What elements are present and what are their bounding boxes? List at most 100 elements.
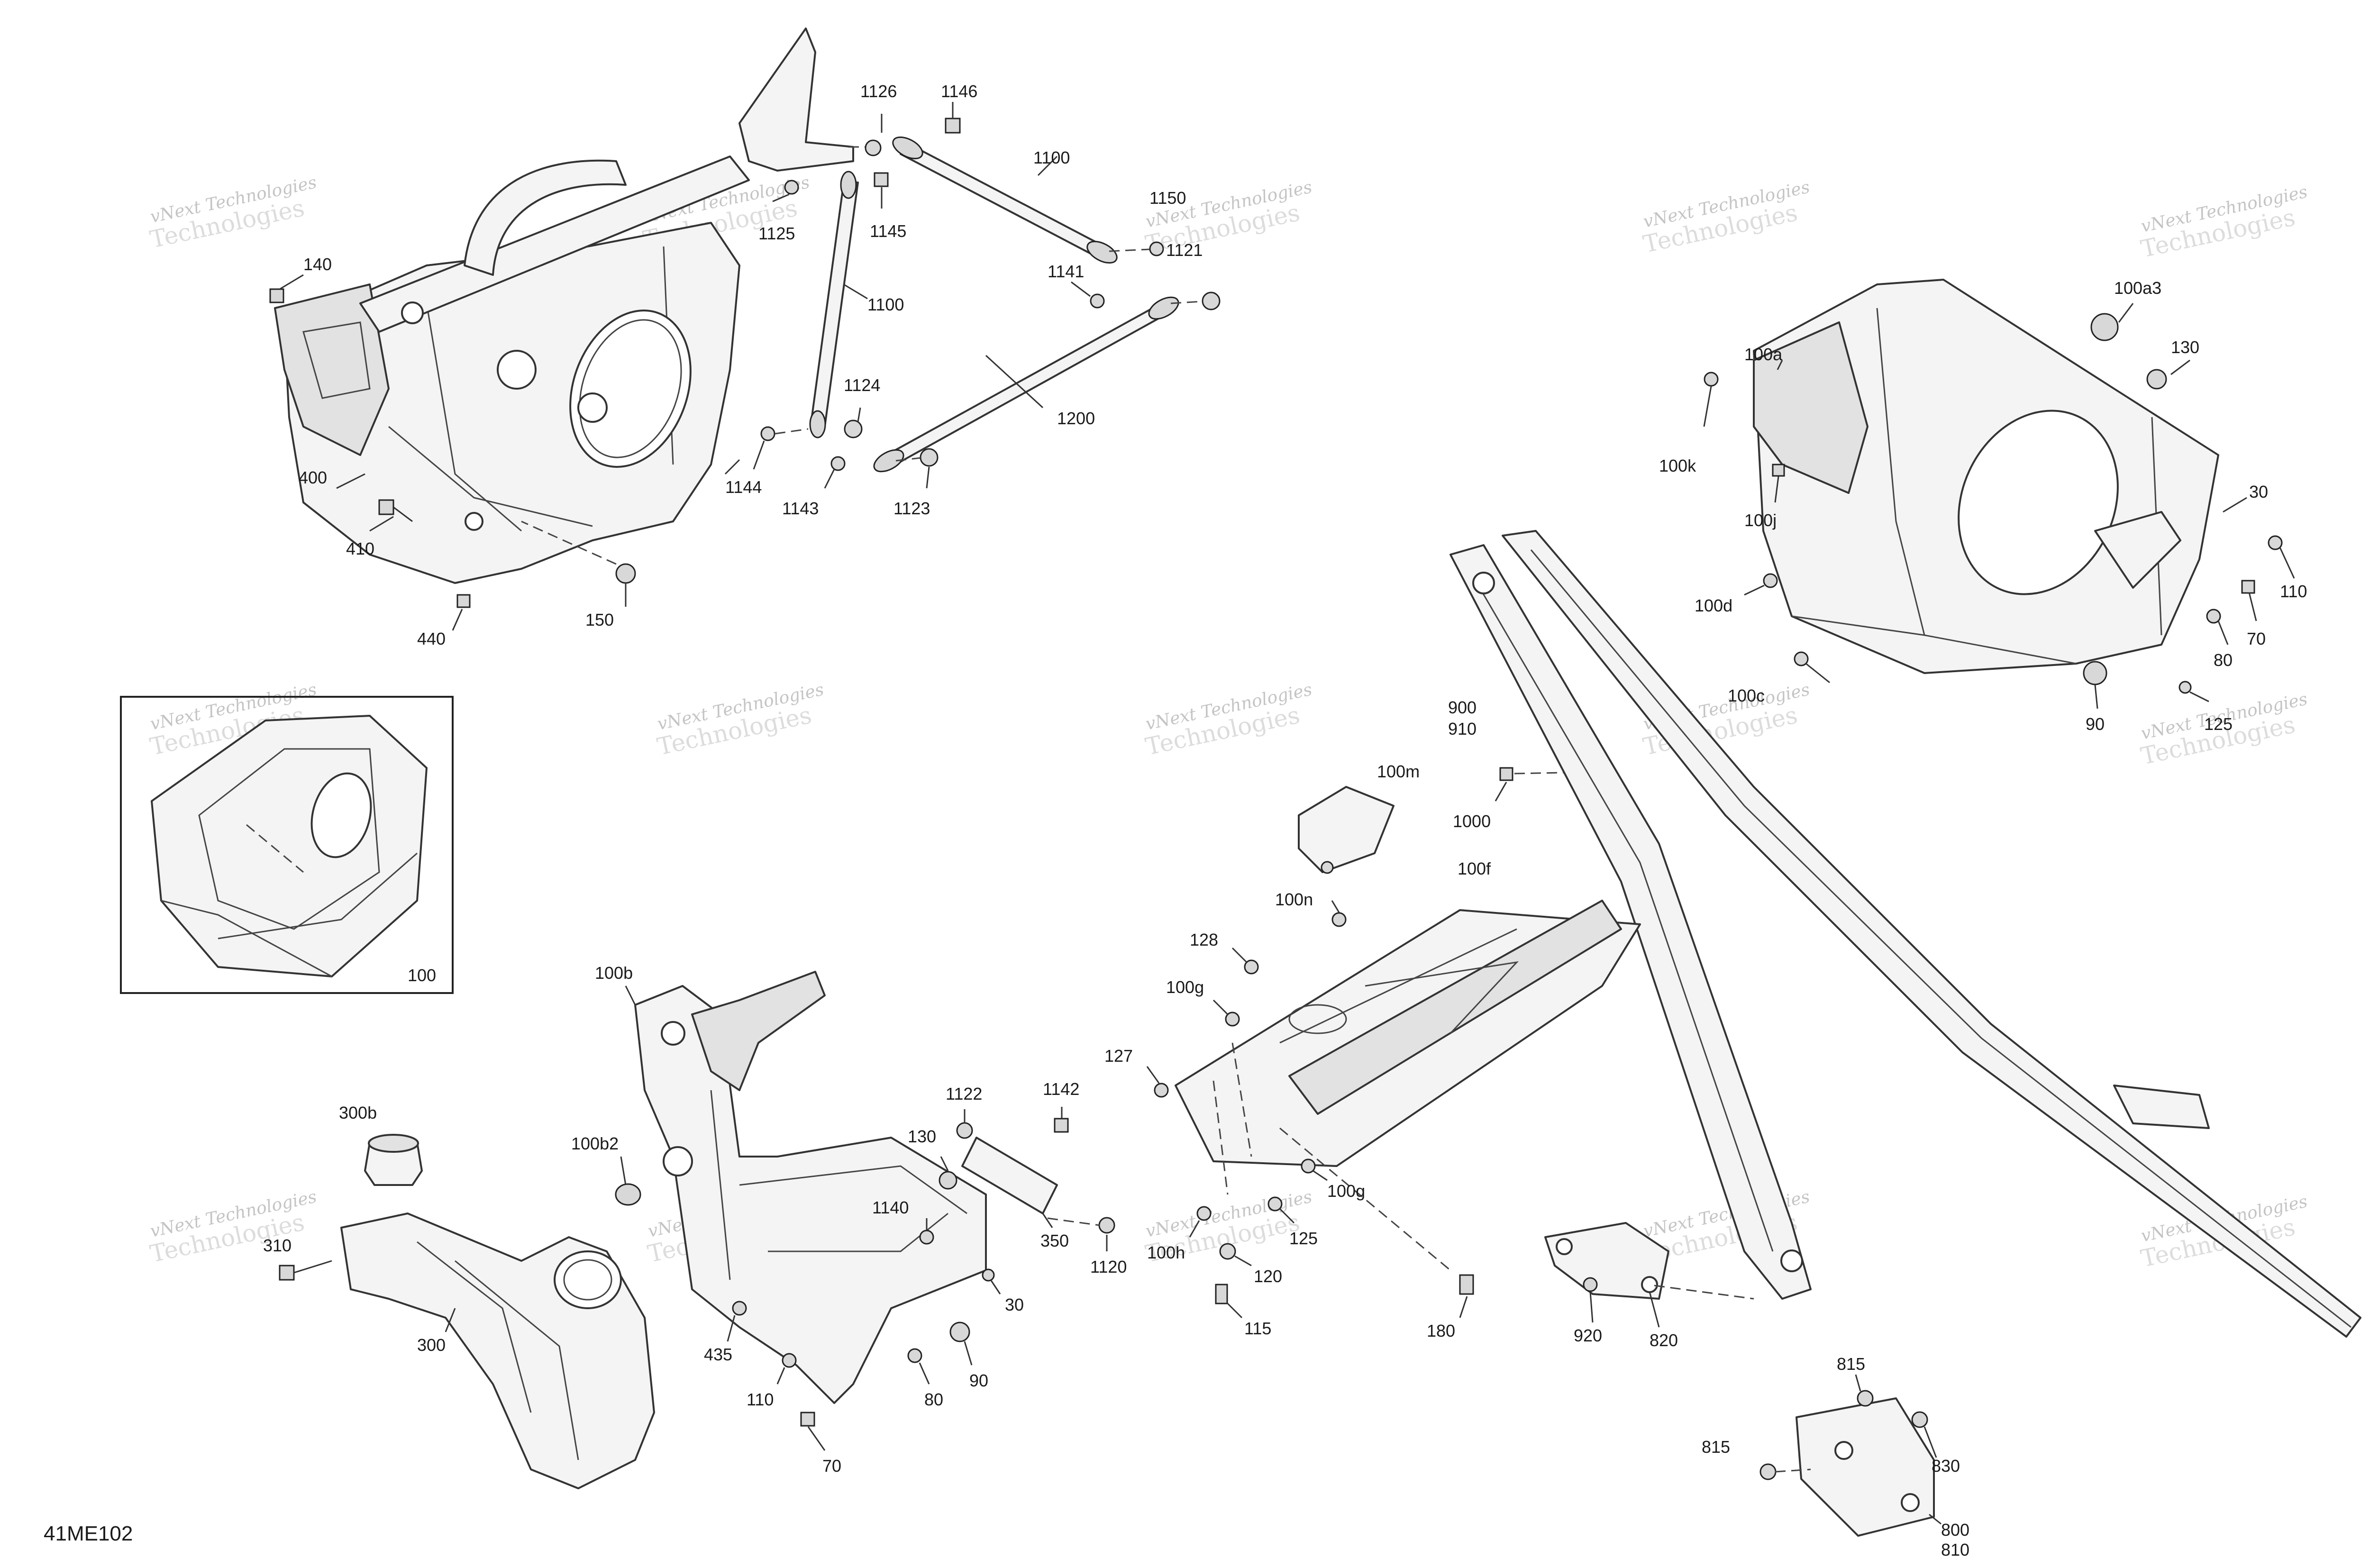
callout-1144: 1144 (725, 477, 762, 497)
callout-90-b: 90 (969, 1371, 988, 1390)
callout-400: 400 (299, 468, 327, 487)
lower-frame-upright (691, 971, 826, 1091)
callout-1146: 1146 (941, 82, 977, 101)
nut-1124 (844, 419, 863, 438)
bolt-128 (1244, 959, 1259, 975)
long-rails (1449, 530, 2361, 1338)
bolt-310 (279, 1265, 295, 1281)
nut-90-b (949, 1322, 970, 1342)
callout-120: 120 (1254, 1267, 1282, 1286)
callout-100j: 100j (1744, 511, 1777, 530)
washer-1141 (1090, 293, 1105, 309)
rear-brackets (1544, 1222, 1942, 1537)
inset-label: 100 (408, 966, 436, 985)
rear-support-body (340, 1212, 655, 1489)
bolt-1145 (874, 172, 889, 187)
callout-100n: 100n (1275, 890, 1313, 909)
callout-810: 810 (1941, 1540, 1969, 1559)
washer-80 (2206, 609, 2221, 624)
callout-1100-b: 1100 (867, 295, 904, 314)
bolt-70 (2241, 580, 2255, 594)
callout-1100-a: 1100 (1033, 148, 1070, 167)
bolt-100k (1704, 372, 1719, 387)
callout-410: 410 (346, 539, 374, 558)
bolt-115 (1215, 1284, 1228, 1304)
callout-100m: 100m (1377, 762, 1420, 781)
nut-150 (615, 563, 636, 584)
callout-100b: 100b (595, 963, 633, 983)
callout-70-b: 70 (822, 1456, 841, 1476)
watermark: vNext Technologies Technologies (147, 173, 318, 253)
callout-300: 300 (417, 1335, 446, 1355)
callout-100b2: 100b2 (571, 1134, 619, 1153)
skid-plate-side-rail (1288, 900, 1622, 1115)
inset-frame (120, 696, 454, 994)
rear-upper-frame (1703, 279, 2295, 709)
bolt-1140 (919, 1230, 934, 1245)
bolt-110-b (782, 1353, 797, 1368)
diagram-code: 41ME102 (44, 1522, 133, 1545)
callout-110-b: 110 (747, 1390, 774, 1409)
callout-1141: 1141 (1048, 262, 1084, 281)
nut-1122 (956, 1122, 973, 1139)
rail-900 (1449, 544, 1812, 1300)
callout-435: 435 (704, 1345, 732, 1364)
nut-130 (2146, 369, 2167, 390)
callout-100a: 100a (1744, 345, 1783, 364)
bracket-820 (1544, 1222, 1669, 1300)
callout-30-b: 30 (1005, 1295, 1024, 1314)
callout-115: 115 (1244, 1319, 1271, 1338)
bolt-920 (1583, 1277, 1598, 1292)
bolt-30 (982, 1268, 995, 1282)
bolt-110 (2268, 535, 2283, 550)
watermark: vNext Technologies Technologies (147, 1187, 318, 1267)
bolt-100n (1331, 912, 1347, 927)
bolt-140 (269, 288, 284, 303)
callout-80-a: 80 (2214, 650, 2233, 670)
callout-100k: 100k (1659, 456, 1696, 475)
callout-110-a: 110 (2280, 582, 2307, 601)
callout-1200: 1200 (1057, 409, 1095, 428)
callout-127: 127 (1104, 1046, 1133, 1066)
nut-1120 (1098, 1217, 1115, 1234)
nut-130-b (939, 1171, 957, 1190)
callout-1000: 1000 (1453, 811, 1491, 831)
bolt-125-b (1267, 1196, 1283, 1212)
washer-80-b (907, 1348, 922, 1363)
bolt-127 (1154, 1083, 1169, 1098)
callout-125-b: 125 (1289, 1229, 1318, 1248)
rear-support-300 (279, 1134, 655, 1489)
callout-100a3: 100a3 (2114, 278, 2161, 298)
bolt-180 (1459, 1274, 1474, 1295)
bolt-100g-a (1225, 1012, 1240, 1027)
skid-plate-assembly (1146, 767, 1641, 1319)
cover-100m (1298, 786, 1395, 873)
callout-1123: 1123 (893, 499, 930, 518)
callout-80-b: 80 (924, 1390, 943, 1409)
callout-1126: 1126 (860, 82, 897, 101)
callout-30-a: 30 (2249, 482, 2268, 501)
callout-1125: 1125 (758, 224, 795, 243)
washer-1144 (760, 426, 775, 441)
frame-top-bracket (738, 27, 854, 172)
callout-70-a: 70 (2247, 629, 2266, 648)
watermark: vNext Technologies Technologies (655, 680, 825, 760)
callout-820: 820 (1650, 1331, 1678, 1350)
callout-100f: 100f (1458, 859, 1491, 878)
frame-oval-opening (569, 310, 692, 468)
washer-1125 (784, 180, 799, 195)
callout-150: 150 (585, 610, 614, 629)
lower-frame-100b (615, 971, 1115, 1451)
bolt-1142 (1054, 1118, 1069, 1133)
callout-90-a: 90 (2086, 714, 2105, 734)
callout-1121: 1121 (1166, 240, 1203, 260)
callout-815-b: 815 (1702, 1437, 1730, 1457)
nut-815-a (1857, 1390, 1874, 1407)
callout-1124: 1124 (844, 375, 880, 395)
callout-350: 350 (1040, 1231, 1069, 1250)
bolt-70-b (800, 1412, 815, 1427)
callout-1140: 1140 (872, 1198, 909, 1217)
callout-815-a: 815 (1837, 1354, 1865, 1374)
bolt-100j (1772, 464, 1785, 477)
